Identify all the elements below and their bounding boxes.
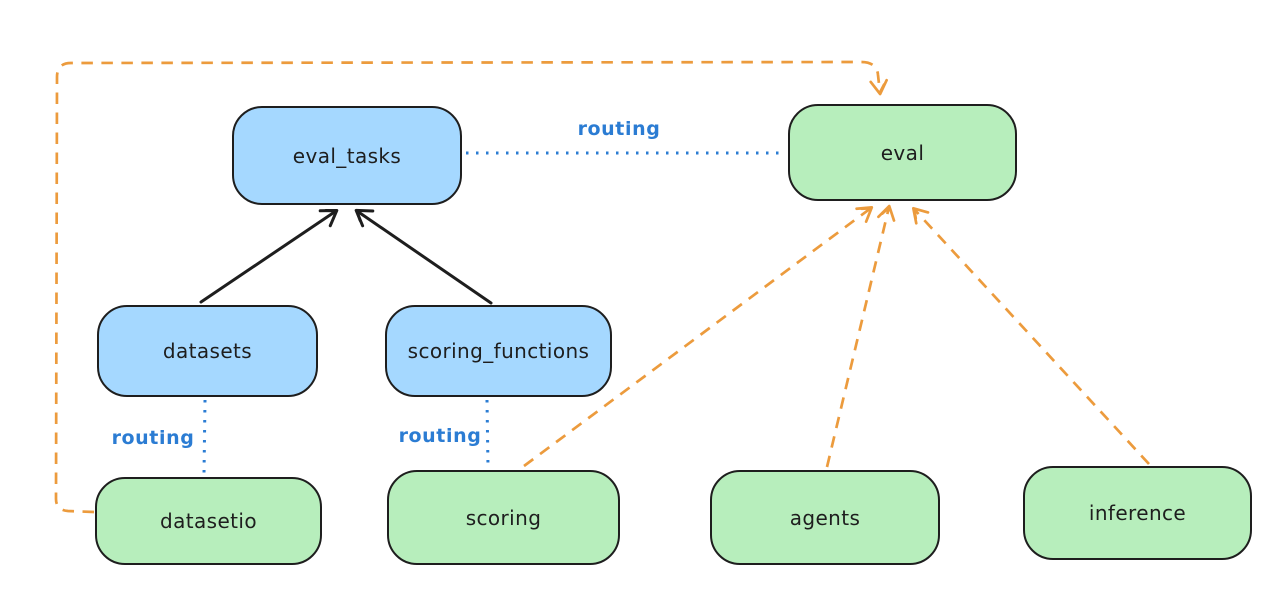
node-inference: inference — [1023, 466, 1252, 560]
edge-inference-to-eval — [911, 206, 1150, 465]
node-scoring-label: scoring — [465, 505, 542, 530]
edge-agents-to-eval — [825, 204, 896, 468]
node-scoring: scoring — [387, 470, 620, 565]
node-agents: agents — [710, 470, 940, 565]
edge-routing-datasets-to-datasetio — [202, 399, 207, 475]
edge-scoring-to-eval — [523, 206, 874, 468]
node-datasetio: datasetio — [95, 477, 322, 565]
node-eval-label: eval — [880, 140, 925, 165]
node-eval-tasks: eval_tasks — [232, 106, 462, 205]
routing-label-datasets-datasetio: routing — [111, 427, 195, 449]
routing-label-eval-tasks-eval: routing — [577, 118, 661, 140]
edge-scoring-functions-to-eval-tasks — [354, 208, 493, 305]
node-eval: eval — [788, 104, 1017, 201]
node-scoring-functions-label: scoring_functions — [407, 339, 590, 363]
node-agents-label: agents — [789, 505, 861, 530]
node-eval-tasks-label: eval_tasks — [292, 143, 402, 168]
node-scoring-functions: scoring_functions — [385, 305, 612, 397]
edge-datasets-to-eval-tasks — [199, 208, 339, 304]
node-datasets-label: datasets — [162, 339, 253, 363]
node-inference-label: inference — [1088, 501, 1187, 525]
edge-routing-scoring-functions-to-scoring — [485, 399, 490, 468]
node-datasetio-label: datasetio — [159, 509, 257, 533]
routing-label-scoring-functions-scoring: routing — [398, 425, 482, 447]
node-datasets: datasets — [97, 305, 318, 397]
